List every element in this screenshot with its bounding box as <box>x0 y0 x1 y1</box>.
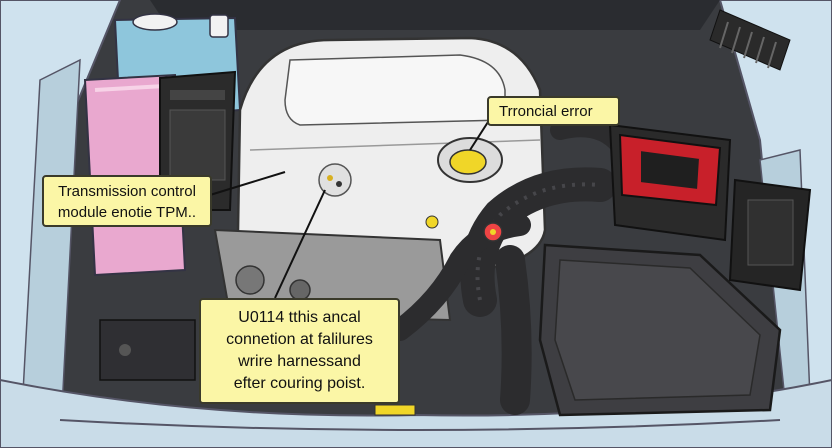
callout-bottom-line: efter couring poist. <box>233 375 366 392</box>
engine-cover-sensor <box>318 163 352 197</box>
callout-bottom: U0114 tthis ancal connetion at falilures… <box>199 298 400 404</box>
engine-block <box>213 228 452 322</box>
callout-left-line: module enotie TPM.. <box>57 204 197 221</box>
callout-top-right: Trroncial error <box>487 96 620 126</box>
lower-hose <box>495 245 532 415</box>
bumper-crease <box>59 419 781 431</box>
bolt <box>119 344 131 356</box>
callout-left-line: Transmission control <box>58 183 196 200</box>
callout-bottom-line: wrire harnessand <box>238 353 361 370</box>
oil-cap <box>449 149 487 175</box>
fuse-box-lid <box>639 148 702 192</box>
lower-panel <box>99 319 196 381</box>
callout-top-right-text: Trroncial error <box>499 103 593 120</box>
ecu-body <box>169 109 226 181</box>
washer-reservoir-highlight <box>94 84 166 92</box>
pulley <box>289 279 311 301</box>
battery-top <box>747 199 794 266</box>
leader-line-top-right <box>469 121 489 151</box>
coolant-cap <box>132 13 178 31</box>
engine-cover-crease <box>249 139 541 151</box>
sensor-pin <box>490 229 496 235</box>
coolant-cap-small <box>209 14 229 38</box>
leader-line-bottom <box>274 189 326 299</box>
engine-cover-top <box>284 54 506 126</box>
callout-bottom-line: connetion at falilures <box>226 331 373 348</box>
ecu-connector <box>170 90 225 100</box>
firewall <box>150 0 720 30</box>
sensor-pin <box>336 181 342 187</box>
callout-bottom-line: U0114 tthis ancal <box>238 309 361 326</box>
dipstick-handle <box>425 215 439 229</box>
cowl-vent <box>709 9 791 71</box>
left-fender-inner <box>19 58 81 448</box>
warning-label <box>374 404 416 416</box>
pulley <box>235 265 265 295</box>
callout-left: Transmission control module enotie TPM.. <box>42 175 212 227</box>
leader-line-left <box>209 171 286 196</box>
air-filter-lid <box>554 259 761 401</box>
intake-hose-ribs <box>475 182 601 301</box>
sensor-pin <box>327 175 333 181</box>
